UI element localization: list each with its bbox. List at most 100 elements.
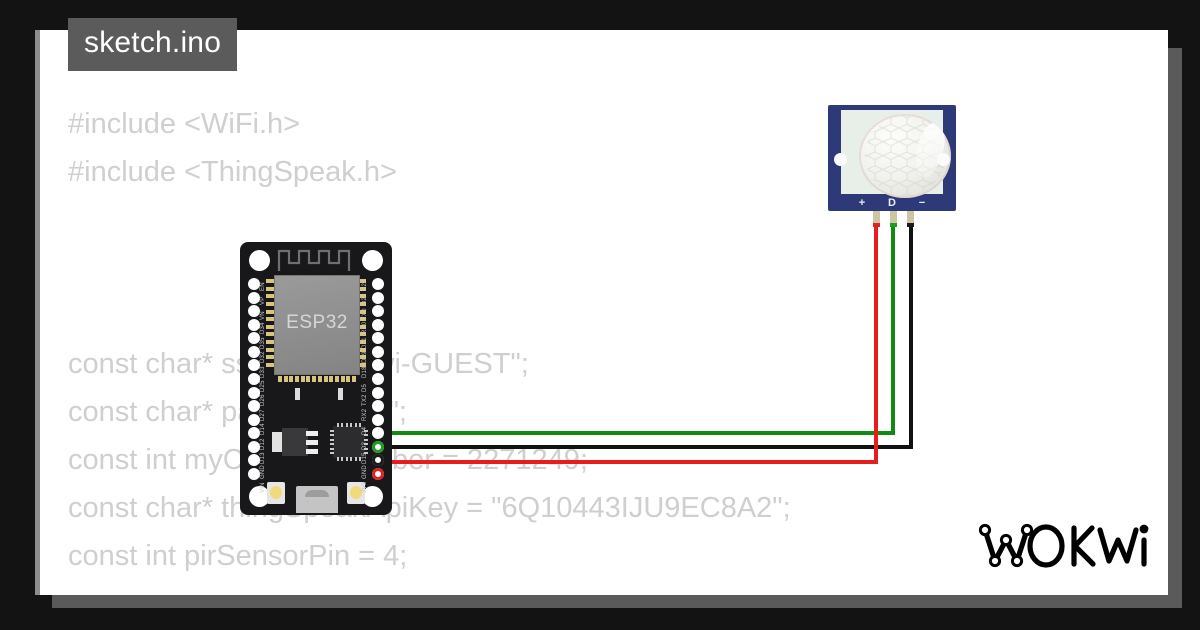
esp32-boot-button[interactable] <box>267 482 285 504</box>
pir-pin-label-minus: − <box>918 197 926 209</box>
esp32-pin-hole[interactable] <box>248 467 260 480</box>
pir-pin-label-data: D <box>888 197 896 209</box>
esp32-pin-label: GND <box>362 464 368 479</box>
editor-canvas-card <box>35 30 1168 595</box>
esp32-pin-label: VIN <box>260 482 266 493</box>
esp32-capacitor-left <box>295 388 300 400</box>
esp32-pin-hole-3v3[interactable] <box>372 467 384 480</box>
esp32-pin-hole[interactable] <box>248 359 260 372</box>
esp32-mount-hole-bottom-left <box>249 486 270 507</box>
esp32-voltage-regulator <box>282 428 308 456</box>
esp32-pin-hole[interactable] <box>248 440 260 453</box>
esp32-pin-label: D27 <box>260 409 266 421</box>
file-tab-sketch-ino[interactable]: sketch.ino <box>68 18 238 71</box>
esp32-regulator-leg <box>306 431 318 436</box>
esp32-header-left[interactable] <box>246 278 262 480</box>
esp32-pin-hole[interactable] <box>372 359 384 372</box>
esp32-pin-hole[interactable] <box>372 332 384 345</box>
esp32-pin-label: D32 <box>260 351 266 364</box>
esp32-pin-hole[interactable] <box>372 400 384 413</box>
esp32-chip-label: ESP32 <box>286 312 348 333</box>
esp32-pin-hole[interactable] <box>248 305 260 318</box>
esp32-pin-label: GND <box>260 464 266 479</box>
pir-leg-plus[interactable] <box>873 211 880 227</box>
esp32-pin-label: RX2 <box>362 408 368 421</box>
esp32-micro-usb-port[interactable] <box>296 486 338 513</box>
pir-leg-minus[interactable] <box>907 211 914 227</box>
wokwi-logo-mark <box>978 523 1149 568</box>
esp32-usb-uart-ic <box>330 423 368 461</box>
esp32-pin-label: 3V3 <box>362 481 368 493</box>
esp32-pin-label: D12 <box>260 438 266 450</box>
esp32-pin-label: EN <box>260 282 266 291</box>
esp32-pin-label: D23 <box>362 279 368 291</box>
esp32-regulator-leg <box>306 449 318 454</box>
esp32-pin-label: RX0 <box>362 322 368 335</box>
esp32-module-pads-bottom <box>278 376 356 382</box>
esp32-pin-label: D34 <box>260 322 266 335</box>
esp32-pin-label: D18 <box>362 365 368 378</box>
pir-motion-sensor[interactable]: + D − <box>828 105 956 227</box>
esp32-pcb-antenna <box>277 249 351 271</box>
esp32-pin-hole[interactable] <box>372 427 384 440</box>
esp32-regulator-leg <box>306 440 318 445</box>
esp32-pin-label: D35 <box>260 337 266 349</box>
esp32-rf-shield: ESP32 <box>274 275 360 375</box>
esp32-pin-label: VN <box>260 311 266 320</box>
esp32-module-pads-right <box>358 279 366 367</box>
pir-mount-hole-left <box>834 153 847 166</box>
pir-pin-label-plus: + <box>858 197 866 209</box>
wokwi-logo <box>978 516 1150 578</box>
esp32-pin-hole[interactable] <box>372 291 384 304</box>
esp32-usb-notch <box>305 490 329 497</box>
esp32-pin-hole[interactable] <box>248 413 260 426</box>
esp32-pin-hole[interactable] <box>248 345 260 358</box>
esp32-mount-hole-bottom-right <box>362 486 383 507</box>
pir-fresnel-dome <box>859 114 951 198</box>
esp32-pin-label: D2 <box>362 441 368 450</box>
pir-pin-labels: + D − <box>828 197 956 209</box>
esp32-module-pads-left <box>266 279 274 367</box>
esp32-pin-label: D33 <box>260 365 266 378</box>
esp32-pin-label: VP <box>260 297 266 306</box>
esp32-pin-label: D22 <box>362 293 368 306</box>
esp32-devkit-board[interactable]: ESP32 <box>240 242 392 515</box>
esp32-pin-hole-d15[interactable] <box>372 440 384 453</box>
esp32-pin-label: D21 <box>362 337 368 349</box>
esp32-pin-hole-gnd[interactable] <box>372 454 384 467</box>
esp32-pin-hole[interactable] <box>248 278 260 290</box>
pir-mount-hole-right <box>937 153 950 166</box>
esp32-pin-label: D14 <box>260 423 266 436</box>
esp32-pin-hole[interactable] <box>372 386 384 399</box>
esp32-regulator-tab <box>272 432 283 452</box>
esp32-header-right[interactable] <box>370 278 386 480</box>
pir-dome-plate <box>841 110 951 198</box>
esp32-pin-hole[interactable] <box>248 318 260 331</box>
esp32-mount-hole-top-right <box>362 250 383 271</box>
esp32-pin-label: D5 <box>362 383 368 392</box>
esp32-pin-hole[interactable] <box>372 372 384 385</box>
esp32-pin-hole[interactable] <box>248 291 260 304</box>
esp32-pin-label: D19 <box>362 351 368 364</box>
esp32-pin-hole[interactable] <box>248 372 260 385</box>
esp32-pin-hole[interactable] <box>372 345 384 358</box>
esp32-pin-hole[interactable] <box>248 427 260 440</box>
esp32-pin-hole[interactable] <box>372 318 384 331</box>
esp32-pin-hole[interactable] <box>248 454 260 467</box>
esp32-pin-label: TX2 <box>362 394 368 407</box>
esp32-pin-label: TX0 <box>362 308 368 320</box>
esp32-pin-hole[interactable] <box>372 305 384 318</box>
esp32-pin-hole[interactable] <box>248 386 260 399</box>
esp32-pin-hole[interactable] <box>372 413 384 426</box>
esp32-pin-label: D26 <box>260 394 266 407</box>
esp32-pin-label: D25 <box>260 380 266 392</box>
esp32-pin-hole[interactable] <box>248 332 260 345</box>
esp32-enable-button[interactable] <box>347 482 365 504</box>
esp32-capacitor-right <box>338 388 343 400</box>
esp32-pin-hole[interactable] <box>372 278 384 290</box>
esp32-pin-hole[interactable] <box>248 400 260 413</box>
pir-leg-data[interactable] <box>890 211 897 227</box>
esp32-mount-hole-top-left <box>249 250 270 271</box>
